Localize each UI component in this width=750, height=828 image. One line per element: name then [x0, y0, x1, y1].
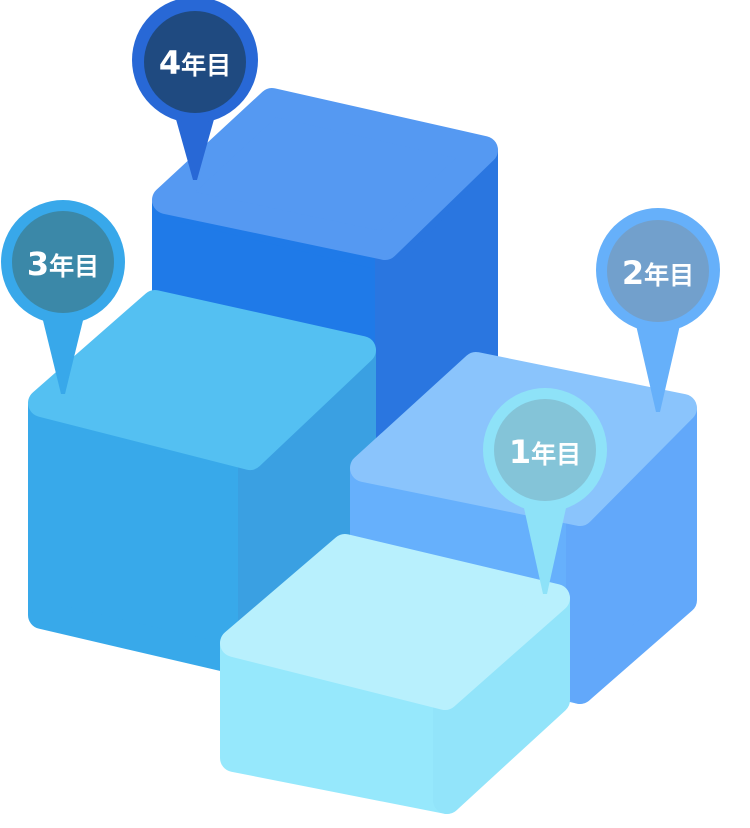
pin-2-inner	[607, 220, 709, 322]
pin-3-tail	[38, 300, 88, 394]
pin-4-tail	[172, 105, 218, 180]
block-year-1	[220, 534, 570, 814]
block-1-top	[220, 534, 570, 710]
pin-4-label: 4年目	[159, 44, 231, 82]
pin-year-1: 1年目	[483, 388, 607, 594]
pin-4-inner	[144, 11, 246, 113]
pin-3-inner	[12, 211, 114, 313]
pin-1-tail	[520, 490, 570, 594]
pin-3-label: 3年目	[27, 245, 99, 283]
block-3-top	[28, 290, 376, 470]
block-4-top	[152, 88, 498, 260]
pin-year-4: 4年目	[132, 0, 258, 180]
pin-2-label: 2年目	[622, 254, 694, 292]
pin-year-3: 3年目	[1, 200, 125, 394]
pin-1-label: 1年目	[509, 433, 581, 471]
pin-2-tail	[633, 312, 683, 412]
pin-year-2: 2年目	[596, 208, 720, 412]
pin-1-inner	[494, 399, 596, 501]
